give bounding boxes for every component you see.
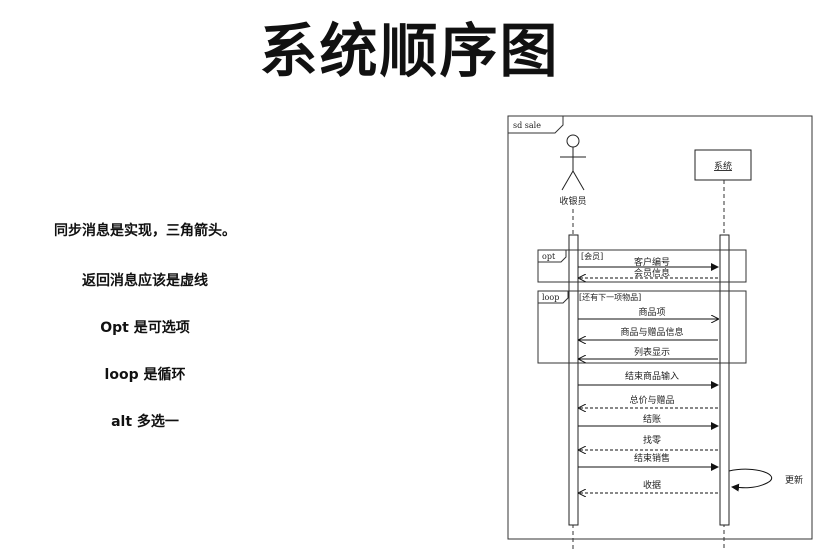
loop-label: loop — [542, 293, 559, 302]
system-activation — [719, 234, 730, 526]
note-loop: loop 是循环 — [104, 367, 186, 383]
opt-fragment — [537, 249, 747, 283]
actor-label: 收银员 — [559, 195, 586, 207]
opt-label: opt — [542, 252, 556, 261]
loop-fragment — [537, 290, 747, 364]
msg-label: 结束商品输入 — [625, 370, 679, 382]
msg-label: 客户编号 — [634, 256, 670, 268]
sd-frame-label: sd sale — [513, 121, 541, 130]
self-message-arrow — [728, 468, 773, 492]
sequence-diagram: sd sale 收银员 系统 opt [会员] loop [还有下一项物品] — [505, 113, 815, 553]
sd-frame-tab — [508, 116, 564, 134]
sd-frame — [507, 115, 813, 540]
msg-label: 会员信息 — [634, 267, 670, 279]
actor-activation — [568, 234, 579, 526]
msg-label: 商品项 — [638, 306, 665, 318]
page-title: 系统顺序图 — [259, 17, 560, 85]
loop-guard: [还有下一项物品] — [579, 292, 641, 302]
self-message-label: 更新 — [785, 474, 803, 486]
msg-label: 总价与赠品 — [629, 394, 674, 406]
note-sync-message: 同步消息是实现，三角箭头。 — [54, 223, 236, 239]
msg-label: 商品与赠品信息 — [620, 326, 683, 338]
note-opt: Opt 是可选项 — [100, 320, 190, 336]
note-alt: alt 多选一 — [111, 414, 179, 430]
msg-label: 列表显示 — [634, 346, 670, 358]
note-return-message: 返回消息应该是虚线 — [82, 273, 208, 289]
system-lifeline-head — [694, 149, 752, 181]
system-label: 系统 — [714, 160, 732, 172]
msg-label: 结束销售 — [634, 452, 670, 464]
msg-label: 结账 — [643, 413, 661, 425]
opt-guard: [会员] — [581, 251, 603, 261]
msg-label: 找零 — [643, 434, 661, 446]
actor-icon — [560, 134, 586, 191]
msg-label: 收据 — [643, 479, 661, 491]
